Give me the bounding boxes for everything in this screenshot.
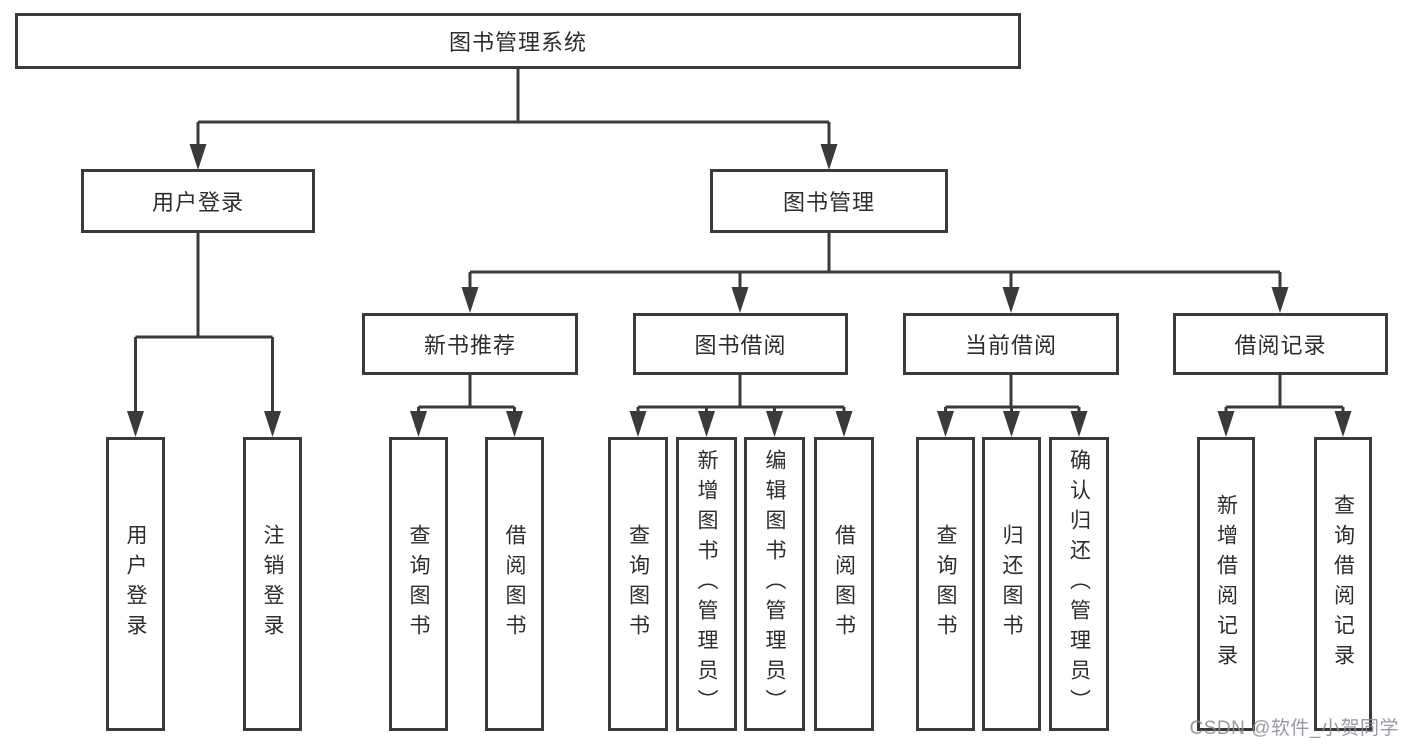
- connector-new-book-recommend: [410, 375, 523, 437]
- leaf-borrow-borrow-books: 借阅图书: [814, 437, 874, 731]
- leaf-borrow-query-books: 查询图书: [608, 437, 668, 731]
- leaf-borrow-edit-books: 编辑图书（管理员）: [744, 437, 805, 731]
- node-borrow-records: 借阅记录: [1173, 313, 1388, 375]
- node-user-login: 用户登录: [81, 169, 315, 233]
- leaf-records-query-record: 查询借阅记录: [1314, 437, 1372, 731]
- node-book-management-label: 图书管理: [782, 190, 875, 215]
- leaf-logout-label: 注销登录: [261, 524, 284, 644]
- leaf-borrow-add-books: 新增图书（管理员）: [676, 437, 737, 731]
- node-book-borrow: 图书借阅: [633, 313, 848, 375]
- node-current-borrow: 当前借阅: [903, 313, 1119, 375]
- connector-user-login: [127, 233, 281, 437]
- connector-book-management: [461, 233, 1289, 313]
- leaf-recommend-borrow-books: 借阅图书: [485, 437, 544, 731]
- node-book-borrow-label: 图书借阅: [694, 333, 787, 358]
- leaf-current-query-books-label: 查询图书: [934, 524, 957, 644]
- connector-root: [189, 69, 838, 170]
- leaf-recommend-query-books-label: 查询图书: [407, 524, 430, 644]
- leaf-logout: 注销登录: [243, 437, 302, 731]
- node-user-login-label: 用户登录: [151, 190, 244, 215]
- leaf-current-query-books: 查询图书: [916, 437, 975, 731]
- leaf-current-return-books: 归还图书: [982, 437, 1041, 731]
- leaf-user-login-label: 用户登录: [124, 524, 147, 644]
- node-book-management: 图书管理: [710, 169, 948, 233]
- leaf-borrow-borrow-books-label: 借阅图书: [832, 524, 856, 644]
- connector-current-borrow: [937, 375, 1088, 437]
- leaf-current-return-books-label: 归还图书: [1000, 524, 1023, 644]
- node-new-book-recommend: 新书推荐: [362, 313, 578, 375]
- leaf-current-confirm-return: 确认归还（管理员）: [1049, 437, 1109, 731]
- leaf-records-query-record-label: 查询借阅记录: [1331, 494, 1355, 674]
- node-root: 图书管理系统: [15, 13, 1021, 69]
- node-borrow-records-label: 借阅记录: [1234, 333, 1327, 358]
- leaf-current-confirm-return-label: 确认归还（管理员）: [1067, 449, 1091, 719]
- node-current-borrow-label: 当前借阅: [964, 333, 1057, 358]
- leaf-user-login: 用户登录: [106, 437, 165, 731]
- leaf-borrow-query-books-label: 查询图书: [626, 524, 650, 644]
- connector-borrow-records: [1217, 375, 1352, 437]
- node-root-label: 图书管理系统: [448, 30, 587, 55]
- leaf-records-add-record: 新增借阅记录: [1197, 437, 1255, 731]
- leaf-records-add-record-label: 新增借阅记录: [1214, 494, 1238, 674]
- node-new-book-recommend-label: 新书推荐: [423, 333, 516, 358]
- watermark: CSDN @软件_小贺同学: [1189, 718, 1399, 739]
- leaf-borrow-add-books-label: 新增图书（管理员）: [695, 449, 718, 719]
- leaf-recommend-borrow-books-label: 借阅图书: [503, 524, 526, 644]
- connector-book-borrow: [629, 375, 853, 437]
- leaf-recommend-query-books: 查询图书: [389, 437, 448, 731]
- leaf-borrow-edit-books-label: 编辑图书（管理员）: [763, 449, 786, 719]
